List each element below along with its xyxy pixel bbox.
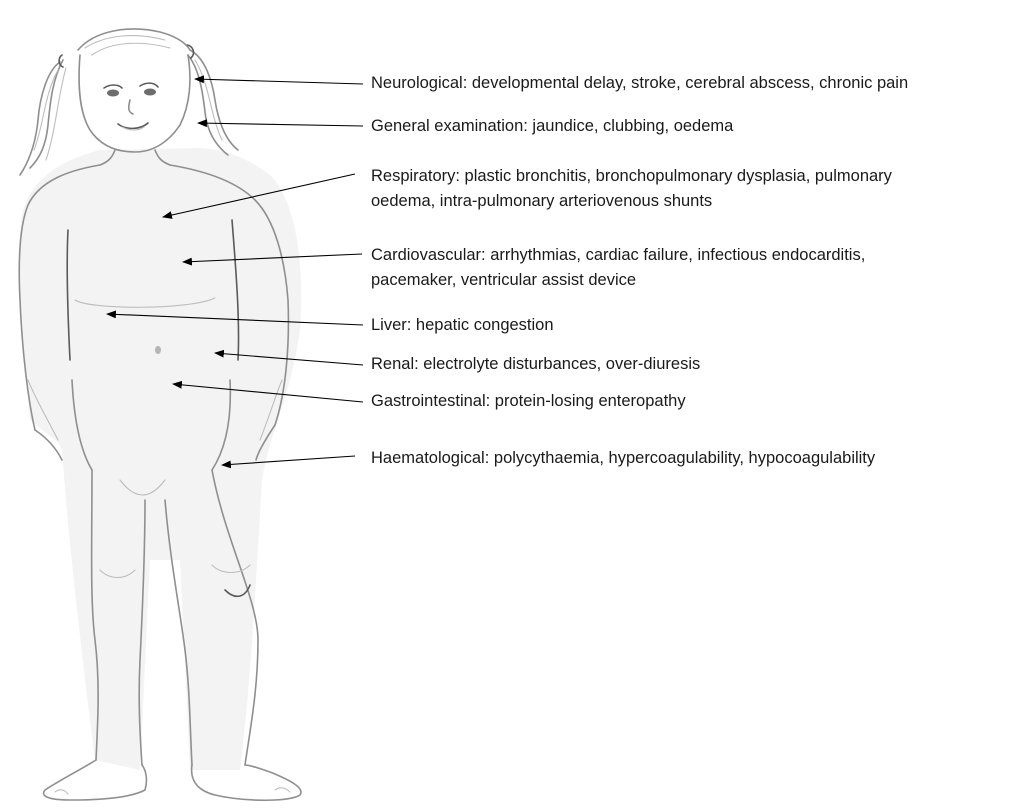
label-line: Renal: electrolyte disturbances, over-di… (371, 352, 700, 377)
feet (44, 760, 301, 800)
label-line: pacemaker, ventricular assist device (371, 268, 865, 293)
label-general-examination: General examination: jaundice, clubbing,… (371, 114, 733, 139)
label-gastrointestinal: Gastrointestinal: protein-losing enterop… (371, 389, 686, 414)
child-sketch-illustration (19, 29, 301, 800)
label-line: General examination: jaundice, clubbing,… (371, 114, 733, 139)
label-line: Neurological: developmental delay, strok… (371, 71, 908, 96)
label-respiratory: Respiratory: plastic bronchitis, broncho… (371, 164, 892, 214)
arrow-general (198, 123, 363, 126)
arrow-neurological (195, 79, 363, 84)
label-line: Liver: hepatic congestion (371, 313, 554, 338)
label-line: Gastrointestinal: protein-losing enterop… (371, 389, 686, 414)
label-line: oedema, intra-pulmonary arteriovenous sh… (371, 189, 892, 214)
label-renal: Renal: electrolyte disturbances, over-di… (371, 352, 700, 377)
head (79, 55, 190, 152)
label-liver: Liver: hepatic congestion (371, 313, 554, 338)
label-line: Haematological: polycythaemia, hypercoag… (371, 446, 875, 471)
label-neurological: Neurological: developmental delay, strok… (371, 71, 908, 96)
label-line: Cardiovascular: arrhythmias, cardiac fai… (371, 243, 865, 268)
label-cardiovascular: Cardiovascular: arrhythmias, cardiac fai… (371, 243, 865, 293)
label-line: Respiratory: plastic bronchitis, broncho… (371, 164, 892, 189)
label-haematological: Haematological: polycythaemia, hypercoag… (371, 446, 875, 471)
